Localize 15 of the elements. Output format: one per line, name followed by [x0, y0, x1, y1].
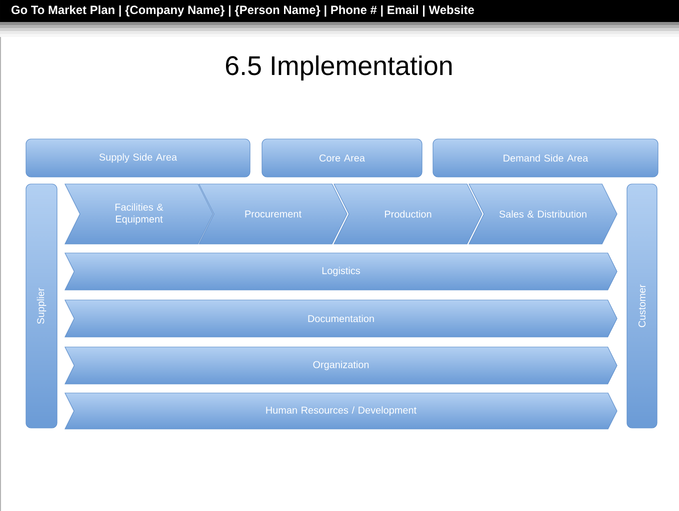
chevron-bar: Facilities & Equipment — [64, 184, 214, 244]
area-box: Core Area — [262, 138, 422, 178]
chevron-bar: Procurement — [198, 184, 348, 244]
chevron-bar: Sales & Distribution — [468, 184, 618, 244]
header-bar: Go To Market Plan | {Company Name} | {Person Name} | Phone # | Email | Website — [0, 0, 679, 22]
chevron-bar: Human Resources / Development — [64, 392, 618, 430]
area-box: Demand Side Area — [432, 138, 658, 178]
side-bar: Supplier — [26, 184, 58, 428]
title: 6.5 Implementation — [226, 55, 452, 81]
chevron-bar: Documentation — [64, 300, 618, 338]
chevron-bar: Organization — [64, 346, 618, 384]
chevron-bar: Production — [334, 184, 482, 244]
area-box: Supply Side Area — [26, 138, 250, 178]
side-bar: Customer — [626, 184, 658, 428]
chevron-bar: Logistics — [64, 252, 618, 290]
